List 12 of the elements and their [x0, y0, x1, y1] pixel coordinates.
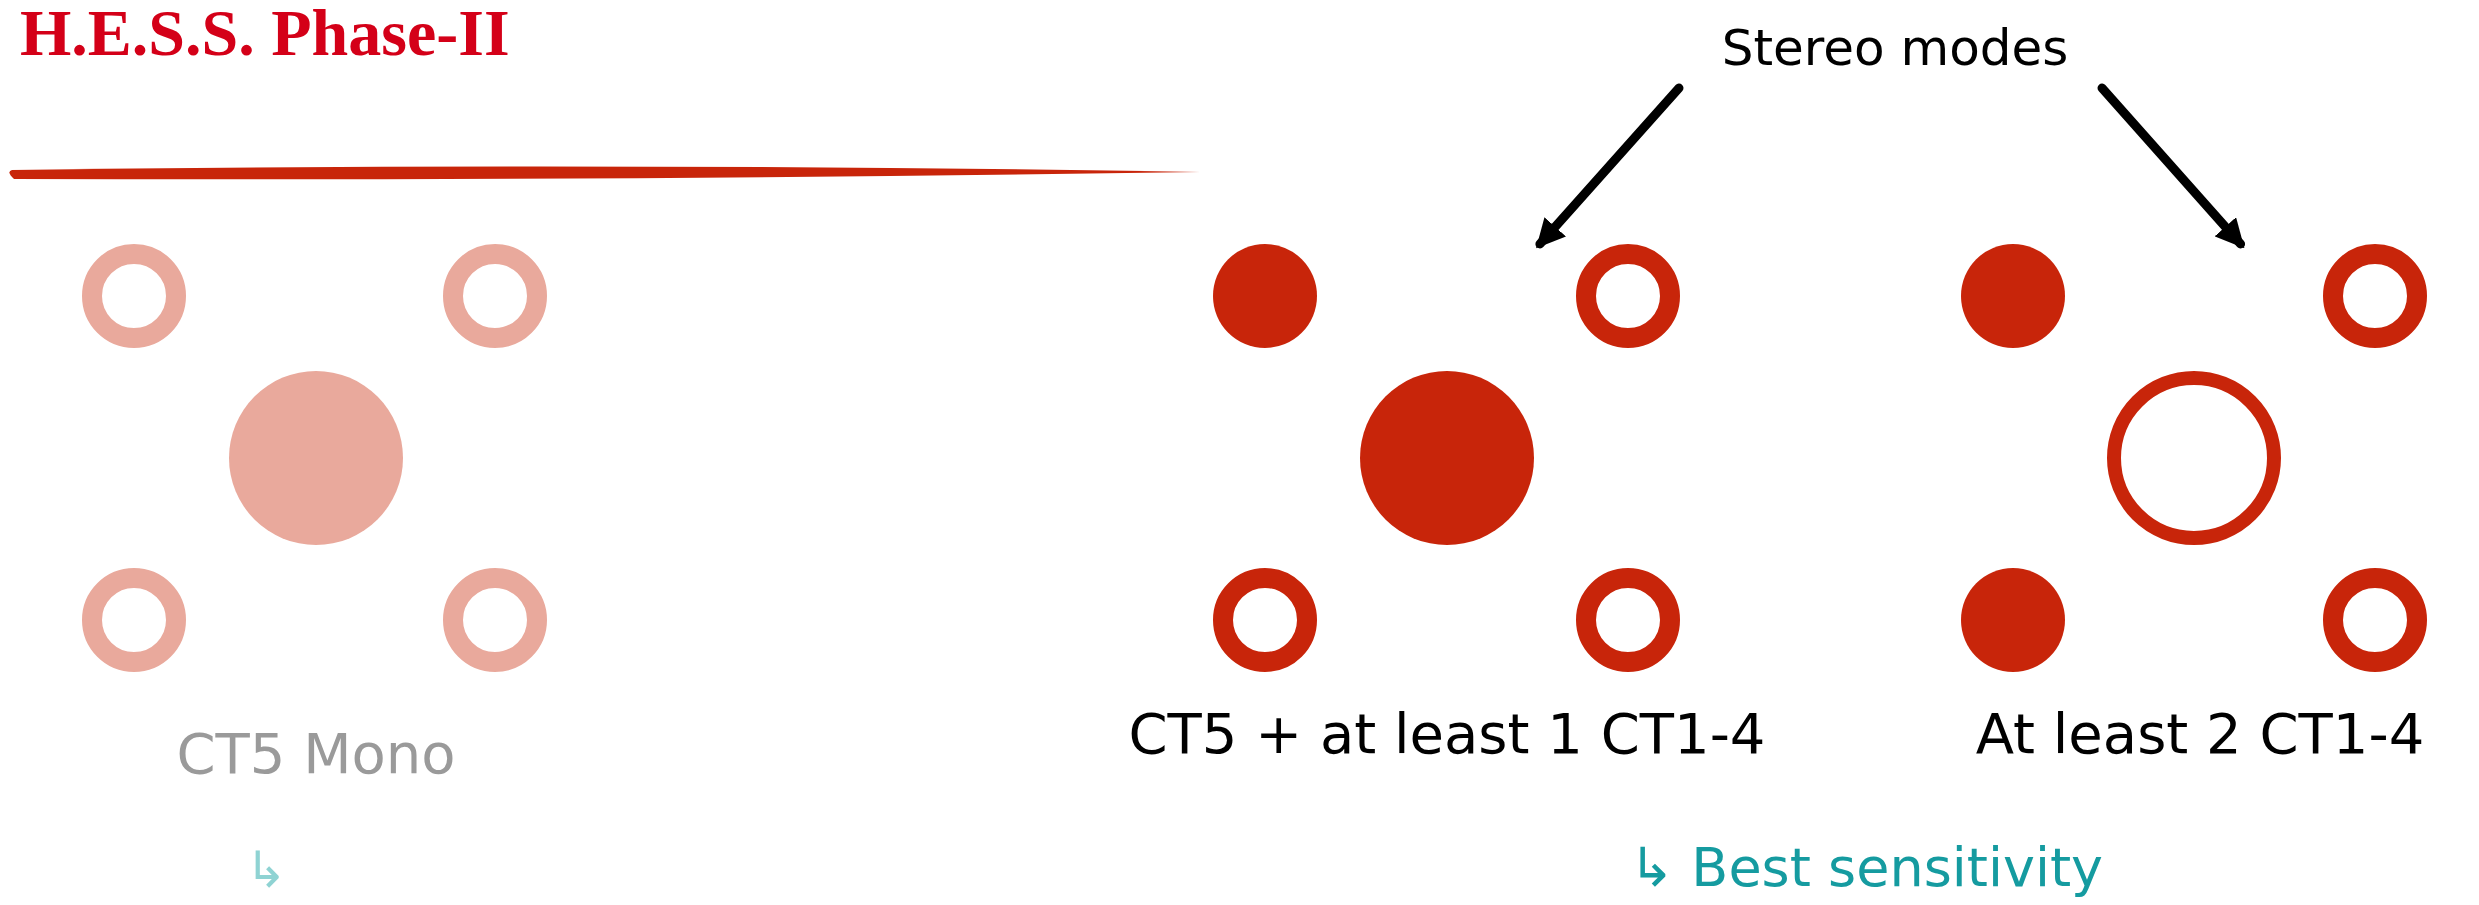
- mode-label: ↳ Best sensitivity: [1628, 836, 2104, 901]
- mode-label: ↳: [245, 840, 287, 900]
- mode-caption: CT5 Mono: [176, 720, 456, 788]
- telescope-array-drawing: [1213, 244, 1680, 672]
- mode-caption: CT5 + at least 1 CT1-4: [1128, 700, 1766, 768]
- telescope-array-drawing: [1961, 244, 2427, 672]
- telescope-array-drawing: [82, 244, 547, 672]
- mode-caption: At least 2 CT1-4: [1975, 700, 2425, 768]
- arrow: [1535, 83, 1684, 249]
- arrow: [2097, 83, 2246, 249]
- title: H.E.S.S. Phase-II: [20, 0, 510, 66]
- annotation-text: Stereo modes: [1670, 8, 2120, 88]
